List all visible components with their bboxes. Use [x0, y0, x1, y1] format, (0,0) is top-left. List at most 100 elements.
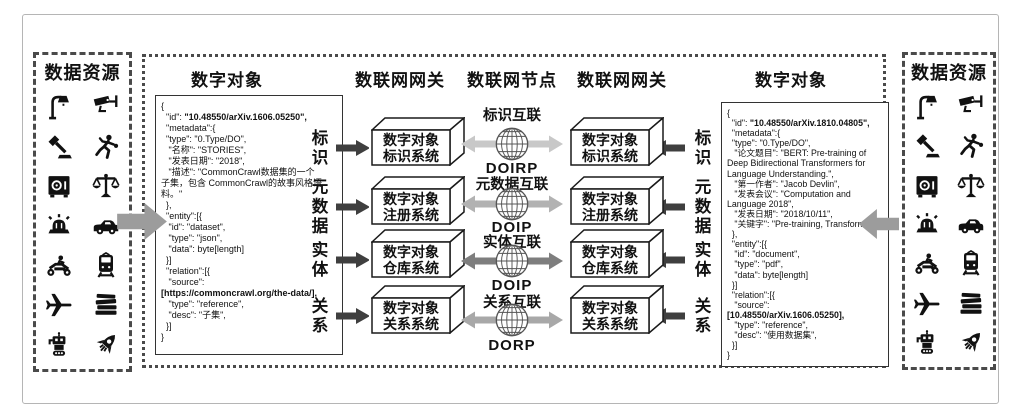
code-line: "id": "dataset",: [161, 222, 226, 232]
arrow-right-icon: [336, 199, 369, 215]
gavel-icon: [45, 133, 73, 161]
car-icon: [92, 212, 120, 240]
runner-icon: [957, 132, 985, 160]
safe-icon: [913, 172, 941, 200]
box-label: 关系系统: [383, 315, 439, 332]
right-resource-icon-grid: [905, 87, 993, 363]
train-icon: [957, 250, 985, 278]
outer-frame: [22, 14, 999, 404]
left-registry-system-box: 数字对象注册系统: [371, 176, 465, 225]
node-title: 数联网节点: [467, 71, 557, 90]
link-label-entity: 实体互联: [483, 235, 541, 251]
box-label: 数字对象: [383, 243, 439, 260]
code-line: "source":: [161, 277, 205, 287]
left-aspect-metadata: 元数据: [309, 178, 327, 237]
arrow-right-icon: [336, 140, 369, 156]
arrow-right-icon: [336, 308, 369, 324]
code-line: Language Understanding.",: [727, 168, 834, 179]
right-digital-object-title: 数字对象: [755, 71, 827, 90]
safe-icon: [45, 172, 73, 200]
code-line: "type": "json",: [161, 233, 223, 243]
code-line: "论文题目": "BERT: Pre-training of: [727, 148, 867, 159]
left-identifier-system-box: 数字对象标识系统: [371, 117, 465, 166]
code-line: }: [727, 350, 730, 361]
rocket-icon: [957, 329, 985, 357]
code-line: "metadata":{: [727, 128, 781, 139]
left-repository-system-box: 数字对象仓库系统: [371, 229, 465, 278]
code-line: 子集，包含 CommonCrawl的故事风格语: [161, 178, 323, 188]
code-line: "desc": "使用数据集",: [727, 330, 817, 341]
rocket-icon: [92, 331, 120, 359]
code-line: "描述": "CommonCrawl数据集的一个: [161, 167, 315, 177]
code-line: {: [727, 108, 730, 118]
box-label: 注册系统: [383, 206, 439, 223]
airplane-icon: [45, 291, 73, 319]
arrow-right-icon: [336, 252, 369, 268]
code-line: }]: [161, 321, 172, 331]
internet-globe-icon: [493, 125, 531, 163]
box-label: 数字对象: [383, 190, 439, 207]
box-label: 数字对象: [582, 131, 638, 148]
code-line: }]: [161, 255, 172, 265]
code-line: "relation":[{: [727, 289, 775, 300]
street-lamp-icon: [45, 93, 73, 121]
left-digital-object-title: 数字对象: [191, 71, 263, 90]
protocol-doip: DOIP: [491, 219, 533, 236]
code-line: "type": "reference",: [727, 319, 808, 330]
right-relation-system-box: 数字对象关系系统: [570, 285, 664, 334]
code-line: "type": "pdf",: [727, 259, 784, 270]
code-line: [10.48550/arXiv.1606.05250],: [727, 309, 845, 320]
left-data-resources-panel: 数据资源: [33, 52, 132, 372]
code-line: "发表会议": "Computation and: [727, 188, 851, 199]
box-label: 关系系统: [582, 315, 638, 332]
code-line: "id": "10.48550/arXiv.1810.04805",: [727, 118, 870, 129]
code-line: "id": "10.48550/arXiv.1606.05250",: [161, 112, 307, 122]
code-line: "第一作者": "Jacob Devlin",: [727, 178, 840, 189]
code-line: "desc": "子集",: [161, 310, 226, 320]
big-arrow-left-icon: [858, 209, 899, 239]
code-line: "发表日期": "2018",: [161, 156, 245, 166]
left-aspect-entity: 实体: [309, 241, 327, 280]
right-registry-system-box: 数字对象注册系统: [570, 176, 664, 225]
big-arrow-right-icon: [117, 202, 167, 241]
link-label-metadata: 元数据互联: [475, 177, 549, 193]
code-line: "source":: [727, 299, 770, 310]
left-digital-object-json: { "id": "10.48550/arXiv.1606.05250", "me…: [155, 95, 343, 355]
code-line: "type": "0.Type/DO",: [161, 134, 247, 144]
code-line: [https://commoncrawl.org/the-data/],: [161, 288, 318, 298]
scales-icon: [92, 172, 120, 200]
protocol-dorp: DORP: [488, 337, 536, 354]
code-line: "type": "0.Type/DO",: [727, 138, 811, 149]
right-aspect-metadata: 元数据: [692, 178, 710, 237]
code-line: {: [161, 101, 165, 111]
robot-icon: [45, 331, 73, 359]
motorcycle-icon: [45, 252, 73, 280]
code-line: }: [161, 332, 165, 342]
code-line: "metadata":{: [161, 123, 216, 133]
left-relation-system-box: 数字对象关系系统: [371, 285, 465, 334]
box-label: 数字对象: [582, 243, 638, 260]
right-digital-object-json: { "id": "10.48550/arXiv.1810.04805", "me…: [721, 102, 889, 367]
siren-icon: [913, 211, 941, 239]
box-label: 注册系统: [582, 206, 638, 223]
code-line: }]: [727, 279, 738, 290]
right-data-resources-panel: 数据资源: [902, 52, 996, 370]
car-icon: [957, 211, 985, 239]
code-line: "entity":[{: [727, 239, 767, 250]
code-line: Language 2018",: [727, 198, 794, 209]
code-line: "名称": "STORIES",: [161, 145, 247, 155]
runner-icon: [92, 133, 120, 161]
code-line: "relation":[{: [161, 266, 210, 276]
code-line: }]: [727, 340, 738, 351]
code-line: "data": byte[length]: [727, 269, 809, 280]
train-icon: [92, 252, 120, 280]
right-identifier-system-box: 数字对象标识系统: [570, 117, 664, 166]
internet-globe-icon: [493, 185, 531, 223]
right-panel-title: 数据资源: [911, 63, 987, 83]
left-aspect-identifier: 标识: [309, 129, 327, 168]
box-label: 数字对象: [582, 190, 638, 207]
code-line: "data": byte[length]: [161, 244, 244, 254]
scales-icon: [957, 172, 985, 200]
box-label: 标识系统: [383, 147, 439, 164]
code-line: },: [727, 229, 738, 240]
